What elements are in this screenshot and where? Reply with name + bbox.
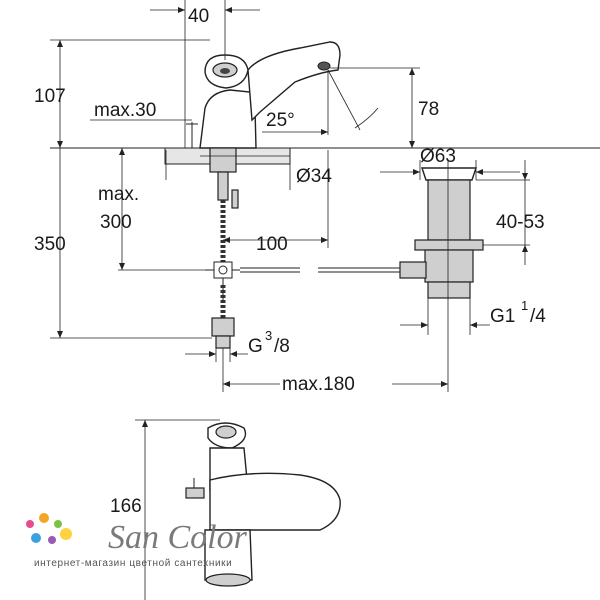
- dim-dia-34: Ø34: [296, 166, 332, 187]
- dim-max-180: max.180: [282, 374, 355, 395]
- logo-dot: [60, 528, 72, 540]
- dimension-labels: 40 107 max.30 25° 78 Ø34 Ø63 max. 300 40…: [34, 6, 546, 517]
- logo-dot: [31, 533, 41, 543]
- dim-78: 78: [418, 99, 439, 120]
- dim-g1-main: G1: [490, 306, 515, 327]
- dimension-lines: [50, 0, 530, 392]
- logo-dot: [48, 536, 56, 544]
- dim-g1-sub: /4: [530, 306, 546, 327]
- dim-max-300-line1: max.: [98, 184, 139, 205]
- dim-40: 40: [188, 6, 209, 27]
- dim-g38-sup: 3: [265, 328, 272, 343]
- faucet-side-view: [50, 41, 600, 349]
- logo-dot: [54, 520, 62, 528]
- dim-166: 166: [110, 496, 142, 517]
- dim-100: 100: [256, 234, 288, 255]
- dim-g38-main: G: [248, 336, 263, 357]
- faucet-front-view: [135, 419, 341, 600]
- dim-g38-sub: /8: [274, 336, 290, 357]
- dim-dia-63: Ø63: [420, 146, 456, 167]
- dim-107: 107: [34, 86, 66, 107]
- logo-dot: [39, 513, 49, 523]
- dim-g1-sup: 1: [521, 298, 528, 313]
- watermark-brand: San Color: [108, 519, 248, 556]
- logo-dot: [26, 520, 34, 528]
- dim-350: 350: [34, 234, 66, 255]
- dim-40-53: 40-53: [496, 212, 545, 233]
- watermark-tagline: интернет-магазин цветной сантехники: [34, 558, 232, 569]
- dim-max-30: max.30: [94, 100, 156, 121]
- watermark-logo: San Color интернет-магазин цветной санте…: [26, 513, 248, 569]
- dim-max-300-line2: 300: [100, 212, 132, 233]
- waste-assembly: [240, 160, 484, 310]
- dim-angle-25: 25°: [266, 110, 295, 131]
